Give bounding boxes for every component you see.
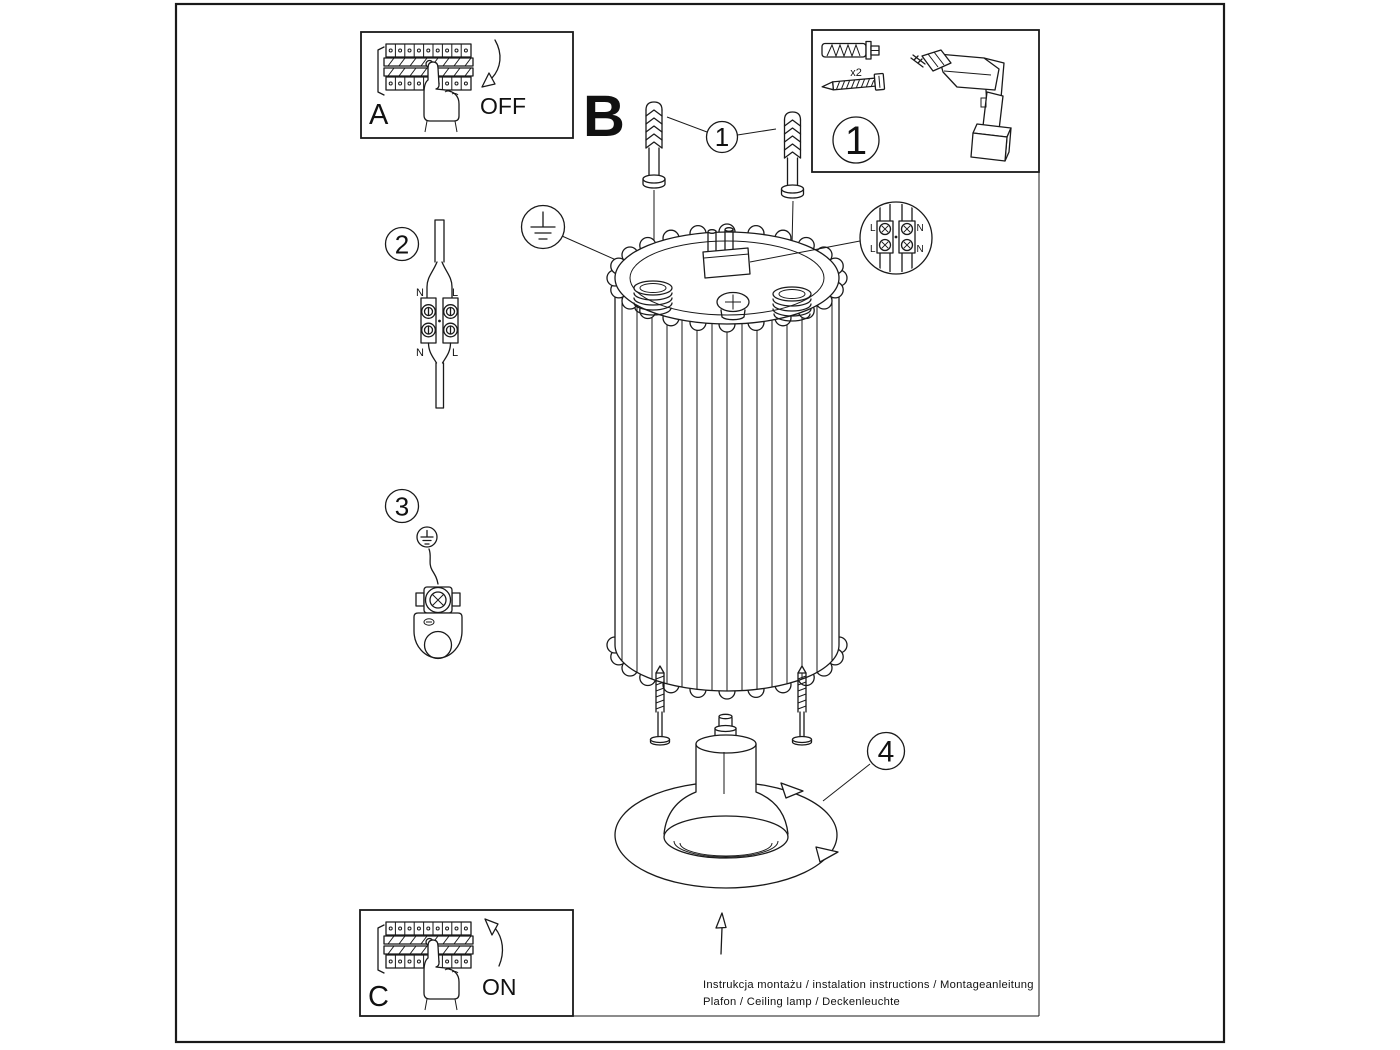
wiring-detail-circle: L N L N <box>749 201 933 275</box>
off-label: OFF <box>480 93 526 119</box>
wall-plug-screw-left <box>642 101 666 189</box>
wall-plug-screw-right <box>780 111 805 199</box>
panel-power-off: A OFF <box>360 31 574 139</box>
off-arrow-icon <box>481 39 501 88</box>
step-c-label: C <box>368 981 389 1013</box>
step3-ground-assembly: 3 <box>384 488 463 660</box>
screws-callout: 1 <box>666 116 777 154</box>
detail-label-n-bottom: N <box>917 244 924 255</box>
drill-icon <box>910 49 1012 162</box>
detail-label-n-top: N <box>917 223 924 234</box>
step2-connector-diagram: 2 N L N L <box>384 219 459 409</box>
panel-power-on: C ON <box>359 909 574 1017</box>
parts-callout-number: 1 <box>845 119 867 163</box>
bulb-leader-line <box>822 763 871 802</box>
step-a-label: A <box>369 99 389 131</box>
lamp-terminal-block <box>702 227 751 279</box>
on-label: ON <box>482 974 517 1000</box>
ground-terminal <box>415 586 461 614</box>
footer-line2: Plafon / Ceiling lamp / Deckenleuchte <box>703 996 900 1008</box>
wiring-leader-line <box>749 240 861 263</box>
rotation-arrows <box>780 782 839 863</box>
lamp-body <box>606 223 848 700</box>
anchor-qty-label: x2 <box>850 67 862 79</box>
on-arrow-icon <box>484 918 504 967</box>
lamp-ground-screw <box>716 291 750 321</box>
mounting-bracket <box>413 612 463 660</box>
mini-ground-symbol <box>416 526 438 548</box>
panel-parts: x2 1 <box>811 29 1040 173</box>
screws-callout-number: 1 <box>715 122 729 152</box>
bulb-pin <box>714 713 737 742</box>
detail-label-l-bottom: L <box>870 244 876 255</box>
outer-frame <box>174 2 1226 1044</box>
insert-arrow-icon <box>715 912 727 955</box>
section-b-label: B <box>583 84 625 149</box>
step2-number: 2 <box>395 230 409 260</box>
parts-callout: 1 <box>832 116 880 164</box>
step2-out-left-label: N <box>416 347 424 359</box>
bulb-callout: 4 <box>822 731 906 802</box>
mounting-screw-icon <box>821 72 886 91</box>
gu10-bulb-assembly <box>614 713 839 889</box>
step4-number: 4 <box>878 736 895 769</box>
step2-in-left-label: N <box>416 287 424 299</box>
wall-anchor-icon <box>821 40 880 60</box>
step3-number: 3 <box>395 492 409 522</box>
footer-line1: Instrukcja montażu / instalation instruc… <box>703 979 1034 991</box>
step2-in-right-label: L <box>452 287 458 299</box>
detail-label-l-top: L <box>870 223 876 234</box>
step2-out-right-label: L <box>452 347 458 359</box>
